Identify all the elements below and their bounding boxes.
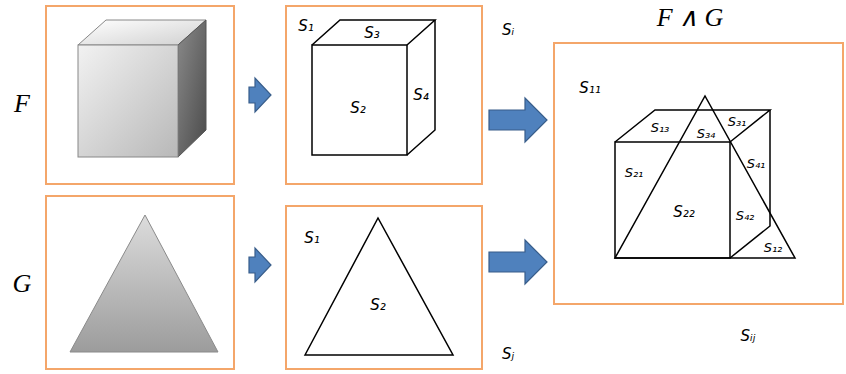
cube-side-face — [178, 20, 206, 157]
cube-front-face — [78, 45, 178, 157]
segment-label: S₃₁ — [728, 115, 747, 128]
segment-label: S₂₂ — [673, 205, 695, 220]
set-label: Sⱼ — [502, 347, 514, 362]
panel-title: F ∧ G — [657, 5, 724, 31]
segment-panel: S₁S₃S₂S₄Sᵢ — [285, 5, 483, 185]
segment-panel: S₁S₂Sⱼ — [285, 205, 483, 370]
cube-side-edge — [730, 110, 770, 258]
input-panel: F — [45, 5, 235, 185]
segment-label: S₃₄ — [697, 127, 716, 140]
shaded-cube — [78, 20, 206, 157]
cube-top-edge — [312, 20, 435, 45]
segment-label: S₂ — [370, 298, 386, 313]
block-arrow — [249, 248, 271, 282]
segment-label: S₄ — [413, 88, 429, 103]
outline-cube — [312, 20, 435, 155]
cube-front-edge — [312, 45, 407, 155]
outline-triangle — [305, 218, 453, 355]
shaded-triangle — [70, 215, 218, 352]
segment-label: S₁₃ — [651, 121, 670, 134]
set-name: F — [14, 91, 30, 117]
segment-label: S₄₁ — [747, 157, 766, 170]
triangle-edge — [615, 96, 795, 258]
cube-side-edge — [407, 20, 435, 155]
intersection-panel: F ∧ GS₁₁S₁₃S₃₄S₃₁S₂₁S₂₂S₄₁S₄₂S₁₂Sᵢⱼ — [553, 42, 844, 305]
set-name: G — [13, 271, 32, 297]
cube-front-edge — [615, 142, 730, 258]
segment-label: S₁₂ — [764, 241, 783, 254]
segment-label: S₁ — [298, 19, 314, 34]
cube-top-edge — [615, 110, 770, 142]
input-panel: G — [45, 195, 235, 370]
segment-label: S₃ — [364, 26, 380, 41]
segment-label: S₄₂ — [736, 209, 755, 222]
block-arrow — [489, 240, 547, 284]
segment-label: S₂₁ — [625, 166, 644, 179]
block-arrow — [489, 98, 547, 142]
segment-label: S₂ — [350, 101, 366, 116]
set-label: Sᵢ — [502, 23, 514, 38]
segment-label: S₁₁ — [579, 81, 601, 96]
set-label: Sᵢⱼ — [741, 329, 756, 344]
combined-figure — [615, 96, 795, 258]
segment-label: S₁ — [304, 231, 320, 246]
block-arrow — [249, 78, 271, 112]
